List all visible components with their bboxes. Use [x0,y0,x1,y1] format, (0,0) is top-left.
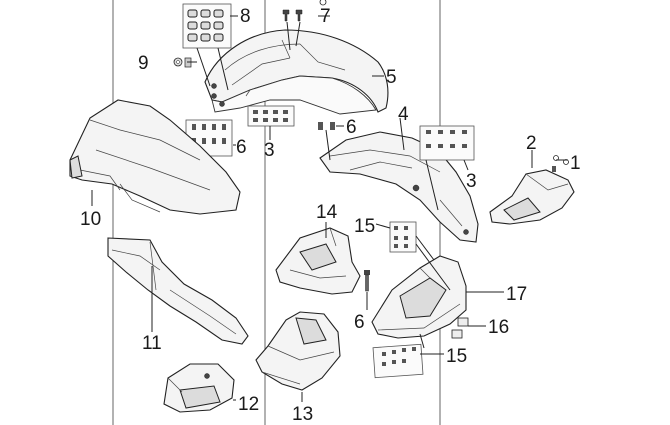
part-16-clips [451,317,469,339]
part-2-right-front-cover [489,169,575,225]
part-6-bolt-middle [364,270,370,292]
callout-9: 9 [138,53,149,74]
part-17-right-lower-bracket [371,255,467,339]
part-10-left-side-panel [69,99,241,215]
callout-3a: 3 [264,140,275,161]
callout-8: 8 [240,6,251,27]
leader-lines [91,15,568,402]
part-14-inner-bracket [275,227,361,295]
callout-10: 10 [80,209,101,230]
callout-6b: 6 [346,117,357,138]
callout-12: 12 [238,394,259,415]
part-15-clip-box-lower [372,343,424,379]
callout-13: 13 [292,404,313,425]
callout-2: 2 [526,133,537,154]
part-15-clip-box-upper [389,221,417,253]
callout-7: 7 [320,6,331,27]
callout-3b: 3 [466,171,477,192]
callout-15b: 15 [446,346,467,367]
callout-15a: 15 [354,216,375,237]
grommets [187,9,224,42]
callout-6a: 6 [236,137,247,158]
part-3-clip-box-left [247,105,295,127]
callout-4: 4 [398,104,409,125]
callout-17: 17 [506,284,527,305]
part-7-screws [282,0,327,22]
callout-16: 16 [488,317,509,338]
callout-14: 14 [316,202,338,223]
part-5-front-cowl [204,29,389,115]
part-6-clips-upper [318,122,335,130]
part-12-front-lower-cover [163,363,235,413]
callout-1: 1 [570,153,581,174]
callout-6c: 6 [354,312,365,333]
part-11-left-lower-panel [107,237,249,345]
callout-labels: 1 2 3 3 4 5 6 6 6 7 8 9 10 11 12 13 14 1… [80,6,581,425]
callout-11: 11 [142,333,162,354]
callout-5: 5 [386,67,397,88]
part-8-grommet-box [182,3,232,49]
part-13-lower-center-panel [255,311,341,391]
part-3-clip-box-right [419,125,475,161]
part-1-screws [552,155,569,172]
